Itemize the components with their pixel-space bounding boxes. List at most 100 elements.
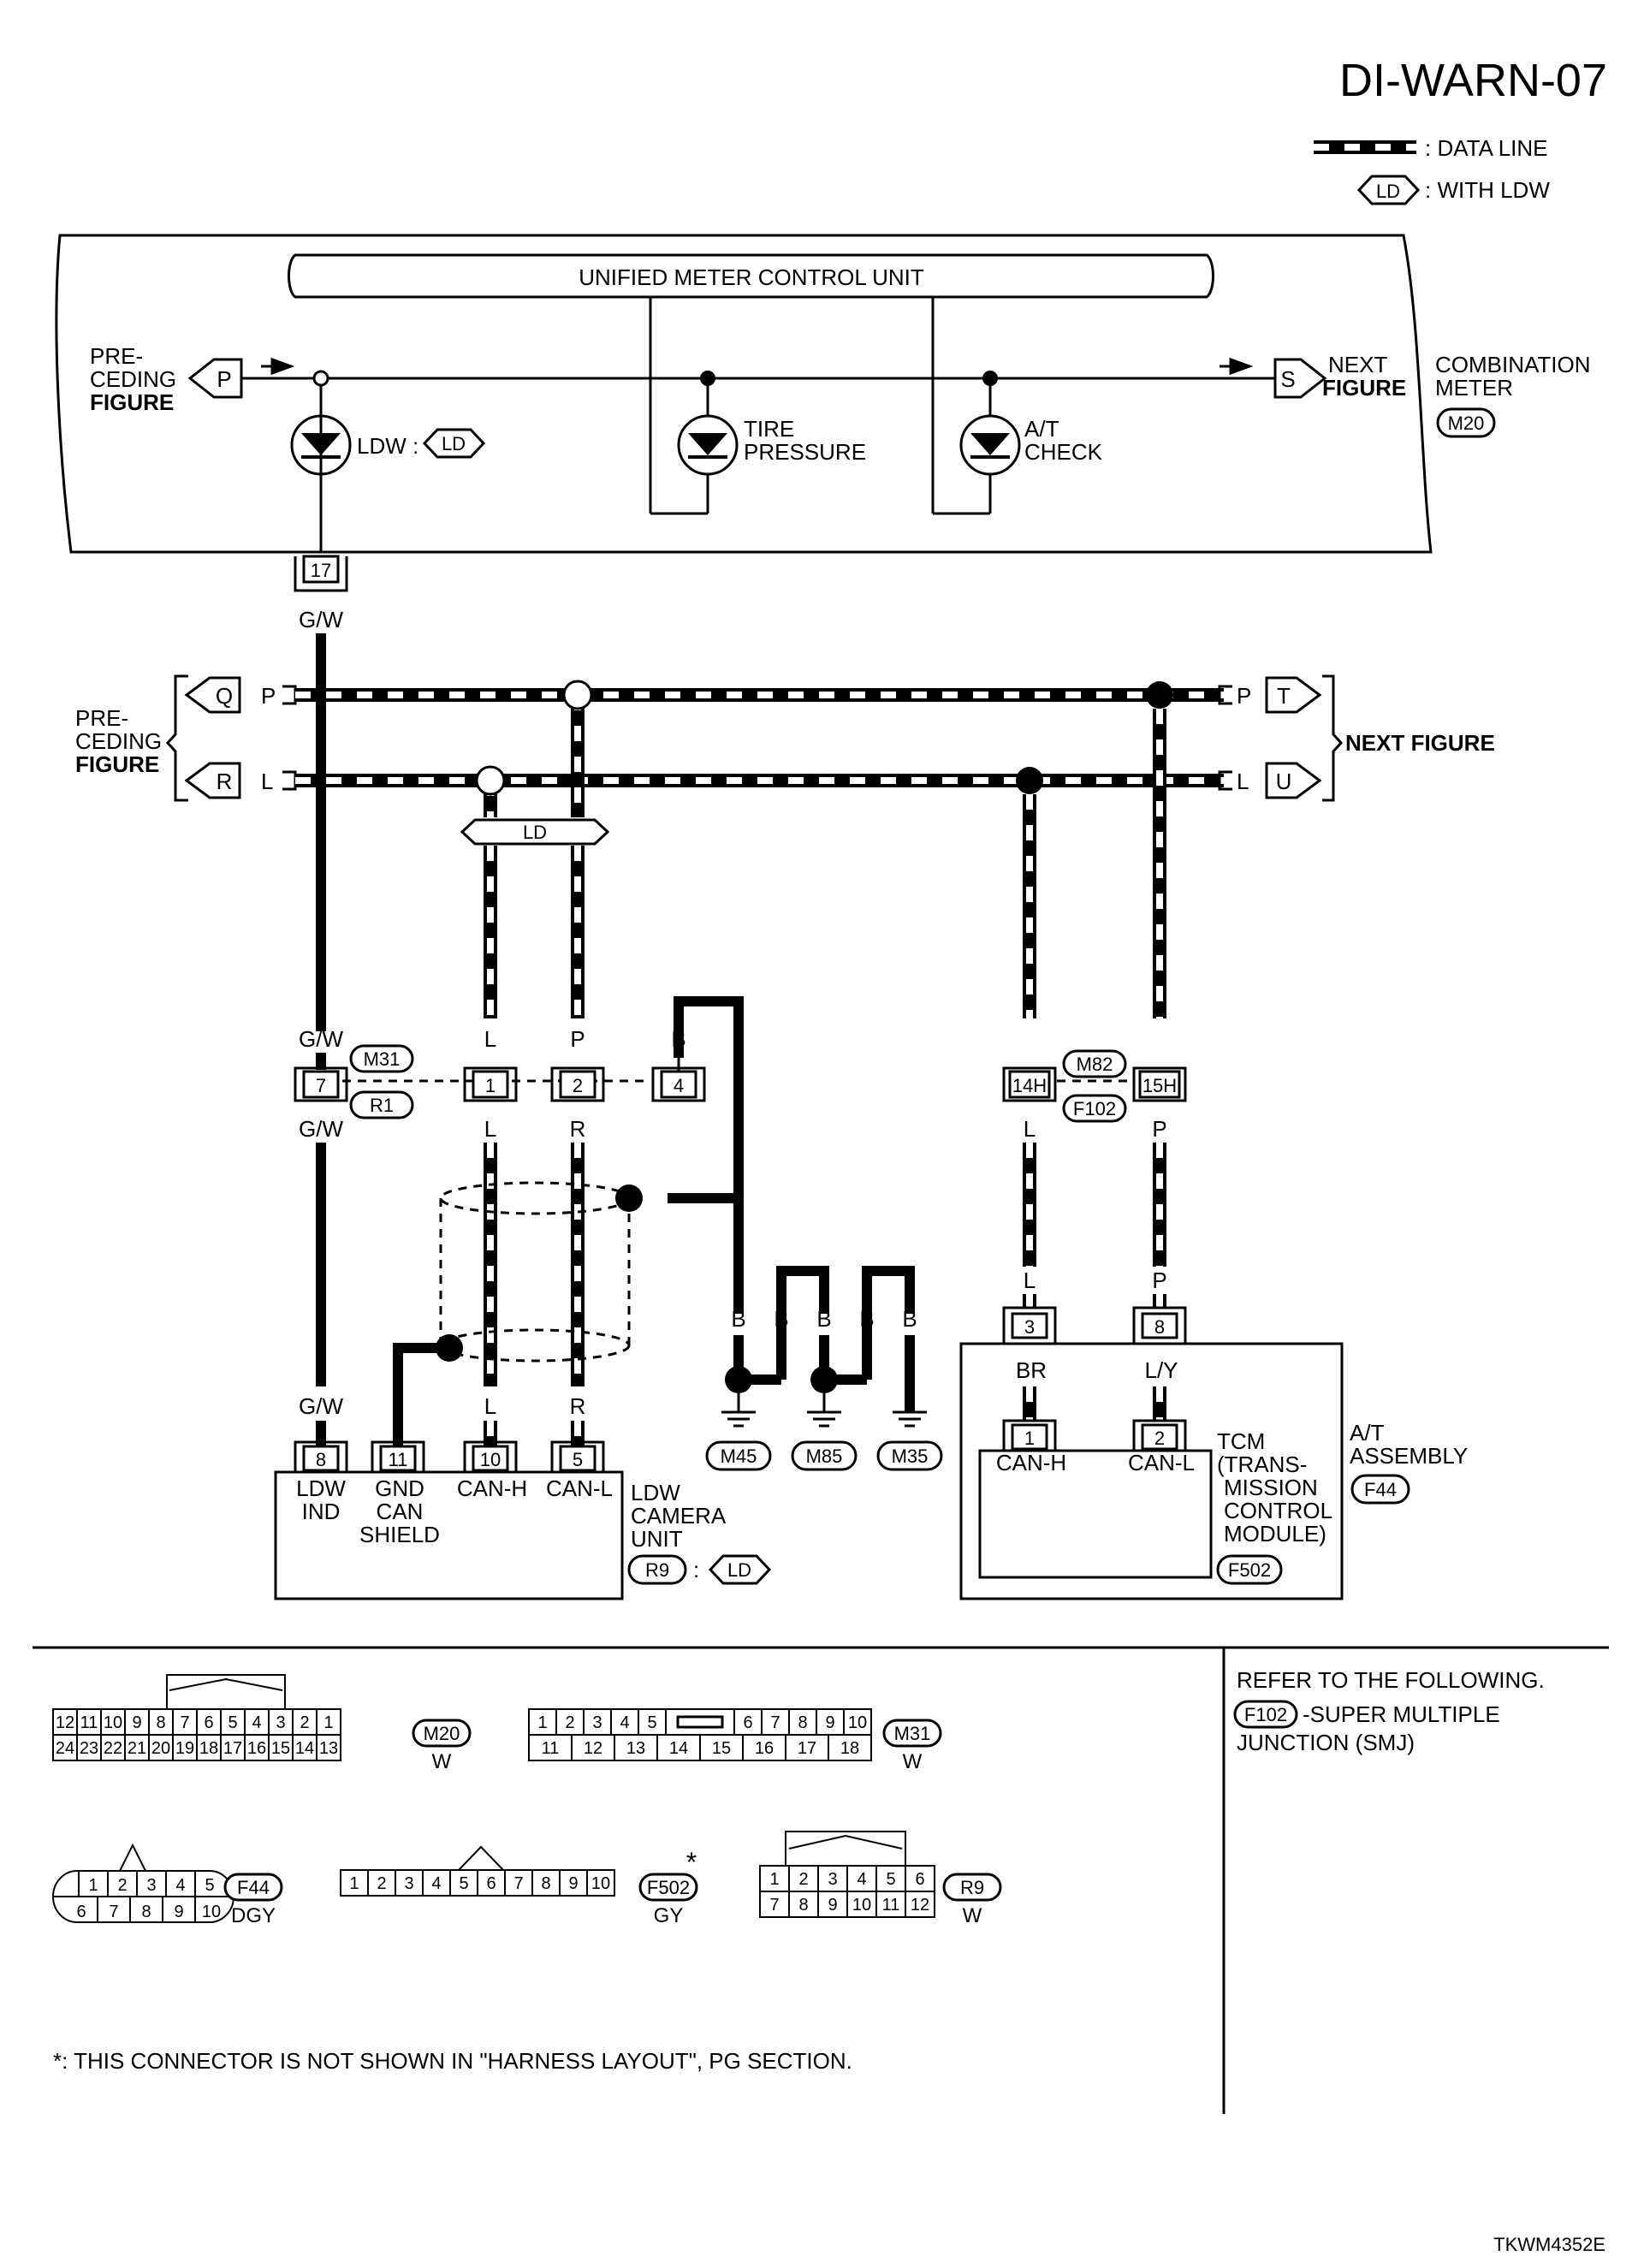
- connector-tag: [638, 1873, 698, 1902]
- junction-m31-tag: M31: [349, 1044, 414, 1073]
- r9-bottom-cell: [875, 1891, 906, 1918]
- m31-topl-cell: [555, 1708, 585, 1736]
- ground-m35-label: M35: [892, 1446, 929, 1467]
- m20-bottom-pin: 20: [151, 1739, 170, 1758]
- f502-cell: [449, 1869, 478, 1897]
- ldw-led-icon: [290, 414, 352, 476]
- ground-m35: M35: [876, 1440, 943, 1471]
- connector-tag: [412, 1719, 472, 1748]
- bus-p-left: P: [261, 683, 276, 709]
- connector-color-label: DGY: [231, 1904, 276, 1927]
- tire-label-2: PRESSURE: [744, 439, 866, 465]
- cam-gnd-3: SHIELD: [359, 1522, 440, 1547]
- wire-l-2: L: [484, 1116, 496, 1142]
- connector-r: R: [184, 762, 241, 799]
- camera-connector-r9: R9: [627, 1554, 687, 1585]
- f502-asterisk: *: [686, 1847, 697, 1878]
- bus-p-right: P: [1237, 683, 1251, 709]
- refer-line-3: JUNCTION (SMJ): [1237, 1730, 1415, 1755]
- f44-top-pin: 3: [146, 1876, 156, 1895]
- f44-top-pin: 2: [117, 1876, 127, 1895]
- pin-4: 4: [651, 1066, 706, 1102]
- ground-m45: M45: [705, 1440, 772, 1471]
- pin7-label: 7: [316, 1075, 326, 1096]
- r9-key: [785, 1831, 906, 1867]
- refer-line-2: -SUPER MULTIPLE: [1303, 1701, 1500, 1727]
- m20-top-pin: 6: [204, 1713, 213, 1732]
- m31-topr-pin: 10: [848, 1713, 867, 1732]
- wire-ly: L/Y: [1144, 1357, 1178, 1383]
- cam-pin11-label: 11: [389, 1449, 408, 1470]
- wire-l-5: L: [1024, 1268, 1036, 1293]
- f44-key: [119, 1843, 146, 1872]
- cam-name-1: LDW: [631, 1480, 680, 1505]
- refer-line-1: REFER TO THE FOLLOWING.: [1237, 1667, 1545, 1693]
- unified-meter-control-unit: UNIFIED METER CONTROL UNIT: [288, 253, 1214, 299]
- tcm-name-4: CONTROL: [1224, 1498, 1332, 1523]
- m31-bottom-pin: 18: [840, 1739, 859, 1758]
- f502-pin: 8: [541, 1874, 550, 1893]
- connector-tag: [223, 1873, 283, 1902]
- connector-u: U: [1265, 762, 1322, 799]
- f44-bottom-pin: 10: [202, 1903, 221, 1921]
- pin-7: 7: [294, 1066, 348, 1102]
- wire-gw-3: G/W: [299, 1116, 343, 1142]
- at-check-label-1: A/T: [1024, 416, 1059, 442]
- tcm-inner-pin-2: 2: [1132, 1419, 1187, 1451]
- wire-br: BR: [1016, 1357, 1047, 1383]
- cam-name-2: CAMERA: [631, 1503, 727, 1529]
- connector-t: T: [1265, 676, 1322, 714]
- f502-cell: [422, 1869, 451, 1897]
- cam-ldw-ind-2: IND: [302, 1499, 341, 1524]
- combination-meter-box: [55, 234, 1433, 554]
- m31-topl-pin: 3: [592, 1713, 602, 1732]
- m31-bottom-cell: [571, 1734, 615, 1761]
- connector-color-label: W: [903, 1750, 923, 1773]
- tcm-canh: CAN-H: [996, 1450, 1066, 1475]
- ground-junction-1: [725, 1366, 752, 1393]
- footnote: *: THIS CONNECTOR IS NOT SHOWN IN "HARNE…: [53, 2048, 852, 2074]
- pin14h-label: 14H: [1012, 1075, 1047, 1096]
- ground-icon-3: [893, 1410, 927, 1428]
- m20-top-pin: 12: [56, 1713, 74, 1732]
- f502-pin: 2: [377, 1874, 386, 1893]
- connector-tag: [882, 1719, 942, 1748]
- f502-pin: 10: [591, 1874, 610, 1893]
- f502-cell: [504, 1869, 533, 1897]
- meter-preceding-3: FIGURE: [90, 389, 174, 415]
- r9-bottom-pin: 7: [769, 1896, 779, 1915]
- pin-1: 1: [463, 1066, 518, 1102]
- bus-prec-3: FIGURE: [75, 751, 159, 777]
- m31-bottom-cell: [785, 1734, 829, 1761]
- pin1-label: 1: [485, 1075, 496, 1096]
- wire-l-1: L: [484, 1026, 496, 1052]
- m20-bottom-cell: [268, 1734, 294, 1761]
- wire-p-2: P: [1152, 1116, 1166, 1142]
- tcm-canl: CAN-L: [1128, 1450, 1195, 1475]
- cam-ldw-ind-1: LDW: [296, 1475, 346, 1501]
- ground-m85-label: M85: [806, 1446, 843, 1467]
- bus-junction-l-tcm: [1016, 767, 1043, 794]
- connector-q: Q: [184, 676, 241, 714]
- conn-s-label: S: [1280, 366, 1295, 392]
- cam-gnd-1: GND: [375, 1475, 424, 1501]
- m31-topl-pin: 5: [647, 1713, 656, 1732]
- legend-data-line-label: : DATA LINE: [1425, 135, 1548, 161]
- legend-with-ldw-label: : WITH LDW: [1425, 177, 1550, 203]
- cam-canh: CAN-H: [457, 1475, 527, 1501]
- r9-bottom-pin: 11: [882, 1896, 900, 1915]
- refer-connector-f102: F102: [1233, 1700, 1298, 1729]
- connector-color-label: GY: [654, 1904, 684, 1927]
- tcm-conn-label: F502: [1228, 1559, 1271, 1581]
- r9-top-cell: [875, 1865, 906, 1892]
- tcm-box: [978, 1449, 1213, 1579]
- pin17-label: 17: [311, 560, 331, 581]
- tcm-name-2: (TRANS-: [1217, 1452, 1307, 1477]
- tcm-pin3-label: 3: [1024, 1316, 1035, 1338]
- at-name-2: ASSEMBLY: [1350, 1443, 1468, 1469]
- tcm-name-1: TCM: [1217, 1428, 1265, 1454]
- bus-junction-p-tcm: [1146, 681, 1173, 709]
- connector-tag-label: M31: [894, 1723, 931, 1744]
